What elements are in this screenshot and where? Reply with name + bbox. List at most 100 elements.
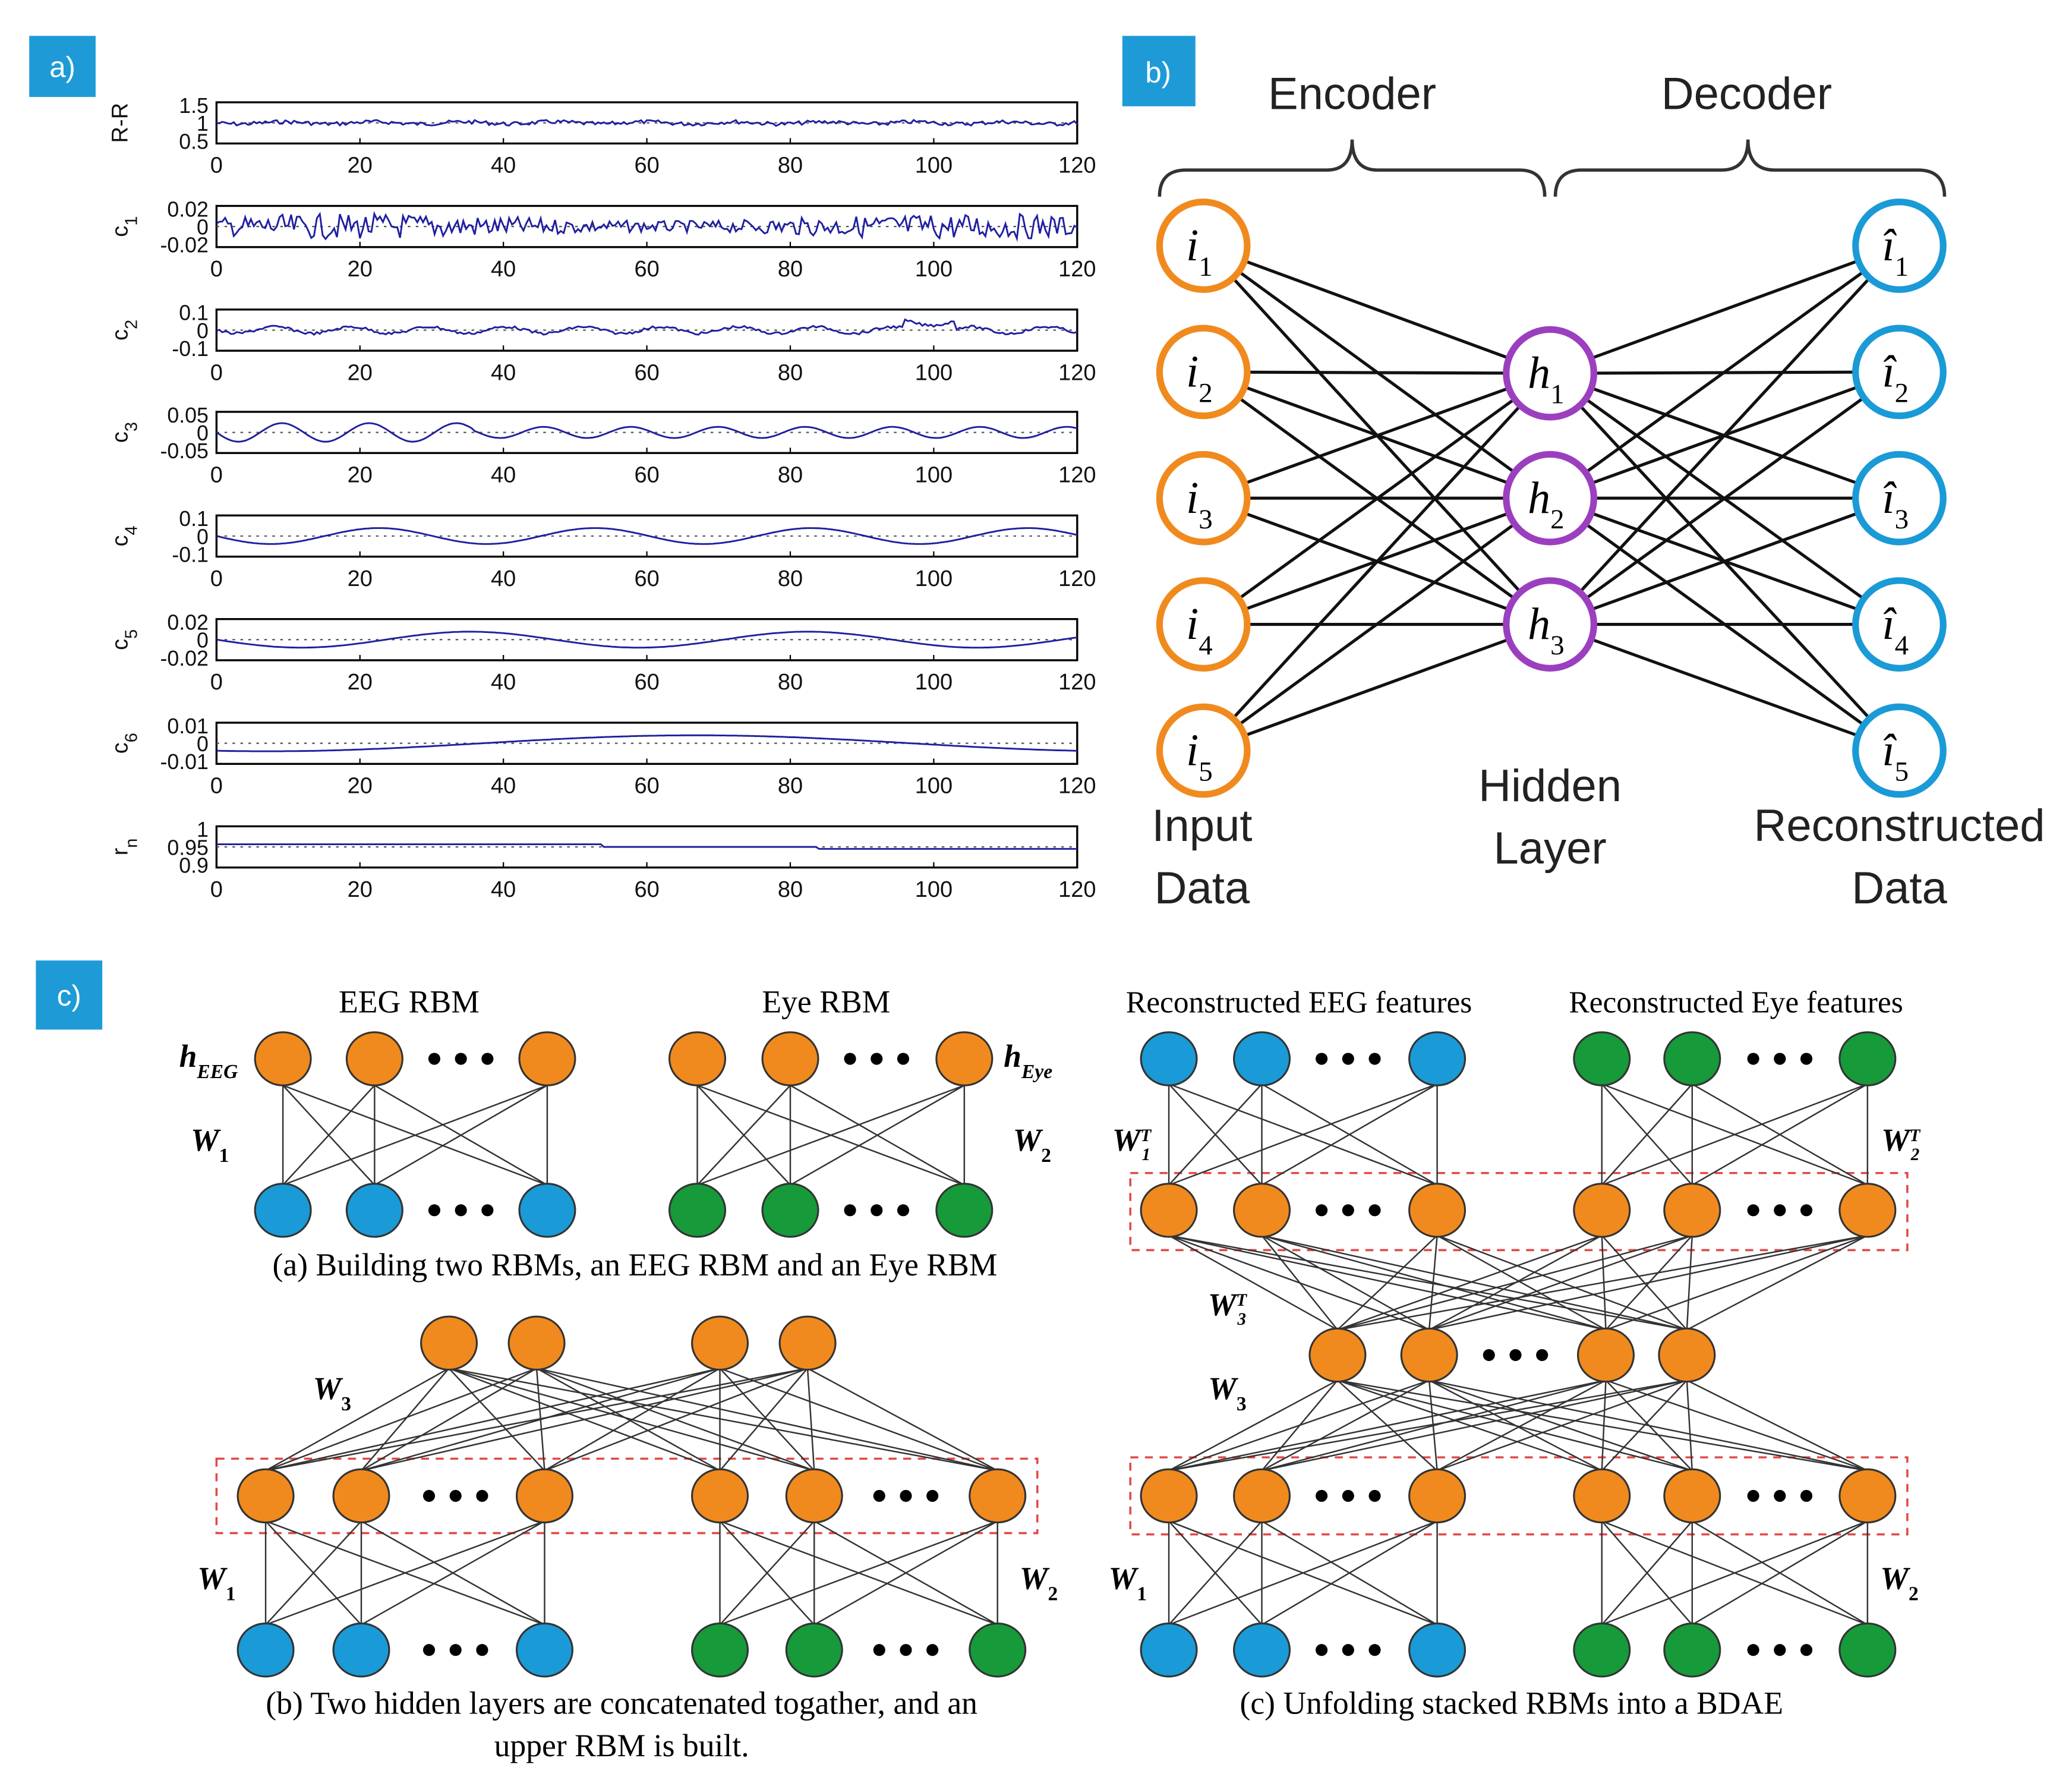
- panel-b: b) Encoder Decoder i1i2i3i4i5h1h2h3î1î2î…: [1122, 36, 2045, 913]
- rbm-node: [1233, 1031, 1291, 1086]
- ellipsis-dot: [481, 1204, 494, 1217]
- reconstructed-data-label-line2: Data: [1852, 863, 1947, 913]
- rbm-edge: [1261, 1235, 1338, 1331]
- x-tick-label: 100: [915, 257, 953, 282]
- ellipsis-dot: [1342, 1644, 1354, 1656]
- w1-label-a: W1: [191, 1122, 229, 1167]
- reconstructed-eeg-title: Reconstructed EEG features: [1126, 985, 1472, 1019]
- output-node: [1852, 703, 1947, 798]
- imf-trace: [216, 843, 1077, 850]
- x-tick-label: 20: [348, 257, 373, 282]
- panel-b-label: b): [1145, 56, 1171, 89]
- rbm-edge: [719, 1368, 808, 1472]
- encoder-edge: [1202, 497, 1551, 752]
- rbm-node: [1573, 1183, 1631, 1238]
- y-tick-label: 0.01: [167, 714, 209, 738]
- x-tick-label: 80: [778, 773, 803, 798]
- ellipsis-dot: [1316, 1053, 1328, 1065]
- x-tick-label: 40: [491, 153, 516, 178]
- ellipsis-dot: [1368, 1644, 1381, 1656]
- x-tick-label: 100: [915, 773, 953, 798]
- ellipsis-dot: [1368, 1204, 1381, 1217]
- row-label: c4: [108, 525, 141, 546]
- rbm-edge: [1337, 1234, 1438, 1331]
- rbm-edge: [1168, 1379, 1688, 1472]
- y-tick-label: 1: [197, 112, 209, 136]
- ellipsis-dot: [1747, 1053, 1759, 1065]
- rbm-edge: [265, 1368, 808, 1472]
- rbm-edge: [374, 1085, 548, 1186]
- panel-c-label: c): [57, 979, 81, 1012]
- rbm-node: [1663, 1622, 1721, 1678]
- x-tick-label: 0: [210, 153, 223, 178]
- concat-box: [1129, 1456, 1909, 1536]
- rbm-edge: [1692, 1520, 1868, 1625]
- rbm-node: [1663, 1183, 1721, 1238]
- rbm-edge: [1686, 1234, 1868, 1331]
- input-node-label: i3: [1186, 473, 1213, 535]
- rbm-node: [1140, 1183, 1198, 1238]
- input-node: [1156, 703, 1251, 798]
- ellipsis-dot: [476, 1644, 488, 1656]
- x-tick-label: 20: [348, 670, 373, 695]
- rbm-edge: [1437, 1379, 1688, 1472]
- rbm-edge: [1168, 1234, 1338, 1331]
- rbm-node: [668, 1031, 727, 1086]
- rbm-edge: [1168, 1234, 1688, 1331]
- rbm-node: [515, 1622, 573, 1678]
- x-tick-label: 120: [1058, 153, 1096, 178]
- ellipsis-dot: [1316, 1204, 1328, 1217]
- w1-label-c: W1: [1109, 1560, 1147, 1605]
- x-tick-label: 60: [634, 462, 659, 487]
- input-node: [1156, 199, 1251, 293]
- ellipsis-dot: [422, 1489, 436, 1502]
- rbm-edge: [1168, 1520, 1263, 1625]
- x-tick-label: 120: [1058, 670, 1096, 695]
- rbm-node: [518, 1031, 576, 1086]
- x-tick-label: 120: [1058, 773, 1096, 798]
- rbm-node: [785, 1468, 843, 1524]
- autoencoder-edges: [1202, 244, 1901, 752]
- rbm-edge: [265, 1368, 537, 1472]
- hidden-node: [1503, 326, 1597, 421]
- input-node: [1156, 325, 1251, 420]
- ellipsis-dot: [900, 1644, 912, 1656]
- x-tick-label: 120: [1058, 566, 1096, 591]
- x-tick-label: 40: [491, 566, 516, 591]
- x-tick-label: 80: [778, 670, 803, 695]
- rbm-edge: [1428, 1379, 1603, 1472]
- panel-a-badge: [29, 36, 96, 97]
- ellipsis-dot: [455, 1204, 467, 1217]
- rbm-edge: [807, 1368, 998, 1472]
- rbm-edge: [1428, 1234, 1693, 1331]
- y-tick-label: 0.95: [167, 836, 209, 859]
- ellipsis-dot: [900, 1489, 912, 1502]
- ellipsis-dot: [422, 1644, 436, 1656]
- input-node-label: i2: [1186, 346, 1213, 408]
- x-tick-label: 40: [491, 773, 516, 798]
- w3-label-b: W3: [313, 1371, 351, 1415]
- y-tick-label: 0.02: [167, 611, 209, 635]
- y-tick-label: -0.05: [160, 439, 209, 463]
- rbm-node: [236, 1622, 295, 1678]
- x-tick-label: 40: [491, 257, 516, 282]
- ellipsis-dot: [455, 1053, 467, 1065]
- y-tick-label: -0.02: [160, 234, 209, 257]
- x-tick-label: 80: [778, 257, 803, 282]
- output-node: [1852, 577, 1947, 672]
- input-node-label: i1: [1186, 220, 1213, 282]
- row-label: c1: [108, 216, 141, 237]
- x-tick-label: 20: [348, 153, 373, 178]
- x-tick-label: 100: [915, 670, 953, 695]
- concat-box: [1129, 1171, 1909, 1252]
- rbm-node: [761, 1183, 819, 1238]
- y-tick-label: -0.1: [172, 543, 209, 567]
- encoder-edge: [1203, 371, 1551, 500]
- rbm-node: [332, 1468, 390, 1524]
